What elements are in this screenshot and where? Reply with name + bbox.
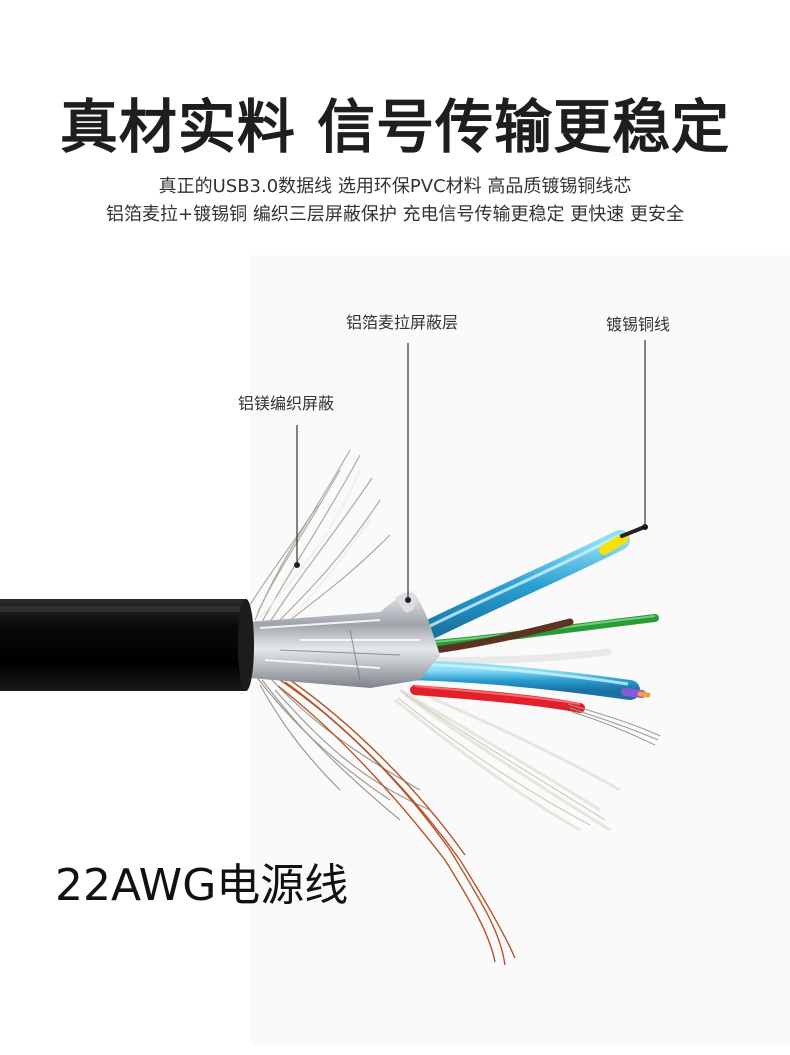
subtitle-line-1: 真正的USB3.0数据线 选用环保PVC材料 高品质镀锡铜线芯 xyxy=(158,176,632,197)
cable-illustration xyxy=(0,255,790,1045)
power-wire-label: 22AWG电源线 xyxy=(55,860,349,911)
subtitle-line-2: 铝箔麦拉+镀锡铜 编织三层屏蔽保护 充电信号传输更稳定 更快速 更安全 xyxy=(106,204,684,225)
callout-foil-shield: 铝箔麦拉屏蔽层 xyxy=(346,313,459,332)
white-wire xyxy=(416,648,612,665)
callout-braid-shield: 铝镁编织屏蔽 xyxy=(238,394,335,413)
yellow-wire-tip xyxy=(599,533,629,555)
leader-lines xyxy=(296,340,646,600)
tinned-strands-lower xyxy=(567,703,661,746)
headline: 真材实料 信号传输更稳定 xyxy=(59,93,731,161)
callout-tinned-copper: 镀锡铜线 xyxy=(606,315,671,334)
filler-fibers xyxy=(394,686,621,832)
blue-pair-upper xyxy=(415,530,630,642)
brown-wire xyxy=(416,618,574,656)
blue-pair-lower xyxy=(400,660,640,700)
copper-power-wire xyxy=(277,679,516,966)
red-wire xyxy=(410,685,585,713)
cable-jacket xyxy=(0,599,246,691)
